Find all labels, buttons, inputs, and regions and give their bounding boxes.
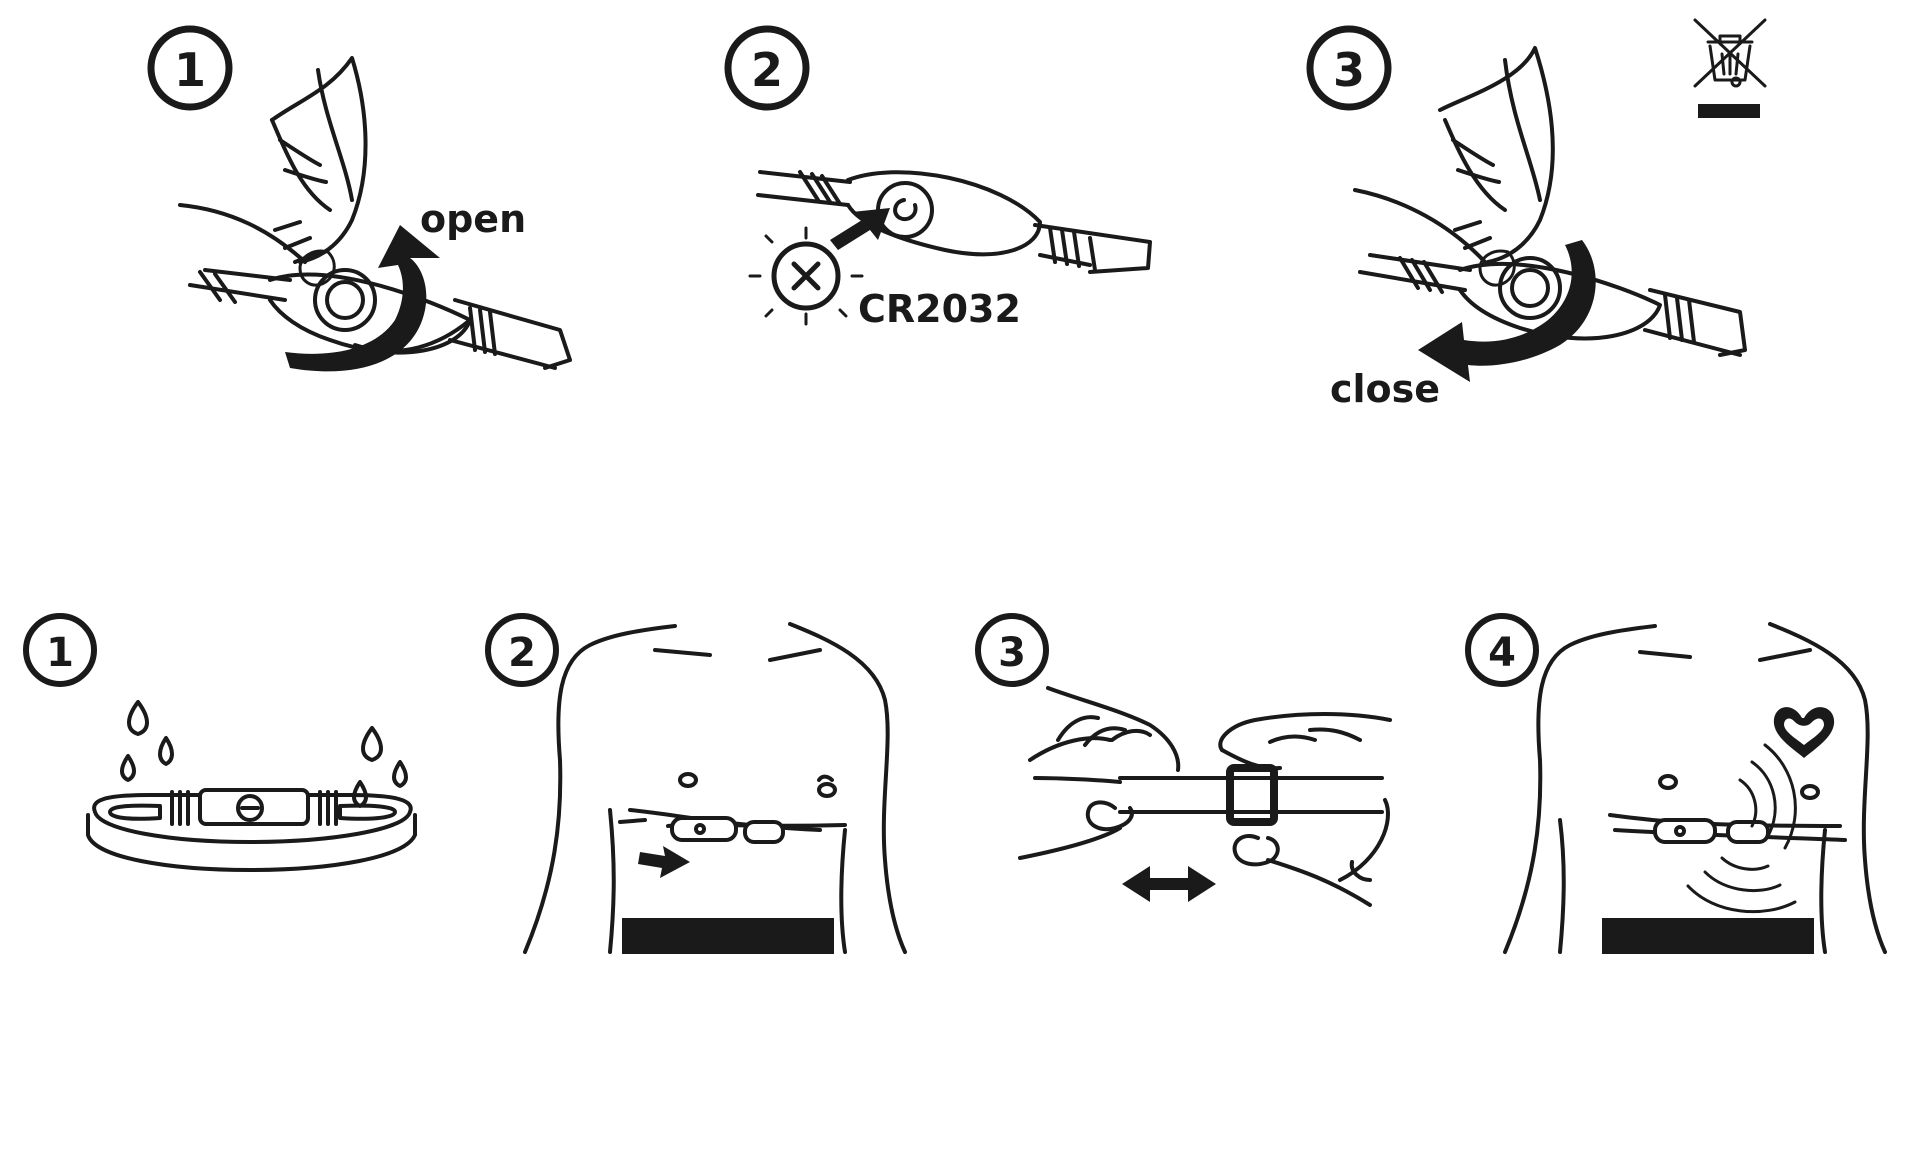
battery-type-label: CR2032 [858, 287, 1021, 331]
battery-step-1: 1 open [147, 25, 572, 372]
chest-strap-sensor [756, 170, 1152, 274]
battery-step-2: 2 CR2032 [724, 25, 1152, 331]
step-number-badge: 1 [23, 613, 97, 687]
coin-battery-icon [748, 226, 864, 326]
signal-waves-icon [1686, 743, 1797, 914]
wearing-step-3: 3 [975, 613, 1392, 907]
insert-arrow-icon [830, 208, 890, 250]
strap-with-buckle [1118, 764, 1384, 826]
wearing-step-1: 1 [23, 613, 417, 872]
wearing-step-4: 4 [1465, 613, 1887, 954]
step-number: 4 [1488, 630, 1516, 676]
step-number: 2 [508, 630, 536, 676]
hand-illustration [1353, 46, 1555, 287]
step-number-badge: 1 [147, 25, 233, 111]
water-drop-icon [120, 700, 408, 808]
disposal-bin-icon [1693, 18, 1767, 118]
chest-strap [86, 788, 417, 872]
arrow-right-icon [638, 846, 690, 878]
step-number-badge: 3 [1306, 25, 1392, 111]
torso-illustration [523, 622, 907, 954]
rotate-open-arrow-icon [285, 225, 440, 372]
wearing-step-2: 2 [485, 613, 907, 954]
torso-illustration [1503, 622, 1887, 954]
close-label: close [1330, 367, 1440, 411]
open-label: open [420, 197, 526, 241]
step-number: 3 [1333, 43, 1365, 97]
adjust-double-arrow-icon [1122, 866, 1216, 902]
hand-illustration [178, 56, 368, 287]
rotate-close-arrow-icon [1418, 240, 1596, 382]
step-number: 1 [46, 630, 74, 676]
step-number-badge: 2 [724, 25, 810, 111]
battery-step-3: 3 close [1306, 25, 1747, 411]
heart-icon [1773, 707, 1835, 758]
chest-strap-sensor [1358, 253, 1747, 357]
hands-adjusting-illustration [1018, 686, 1392, 907]
step-number: 2 [751, 43, 783, 97]
step-number-badge: 2 [485, 613, 559, 687]
step-number-badge: 4 [1465, 613, 1539, 687]
step-number: 3 [998, 630, 1026, 676]
step-number: 1 [174, 43, 206, 97]
step-number-badge: 3 [975, 613, 1049, 687]
